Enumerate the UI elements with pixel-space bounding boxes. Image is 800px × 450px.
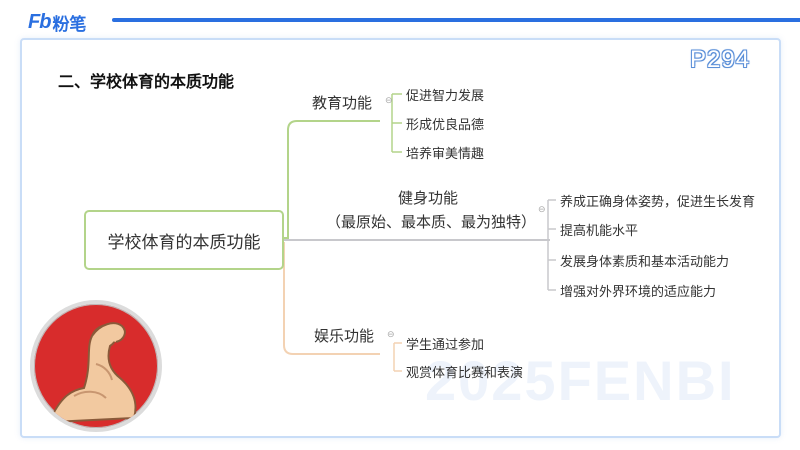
fenbi-logo: Fb 粉笔 <box>28 10 86 35</box>
leaf-fitness-3: 发展身体素质和基本活动能力 <box>560 255 730 270</box>
leaf-education-1: 促进智力发展 <box>406 89 485 104</box>
leaf-fitness-1: 养成正确身体姿势，促进生长发育 <box>560 195 756 210</box>
leaf-entertainment-1: 学生通过参加 <box>406 338 485 353</box>
branch-fitness: 健身功能 （最原始、最本质、最为独特） <box>326 186 537 234</box>
section-title: 二、学校体育的本质功能 <box>58 72 235 91</box>
mindmap-center-node: 学校体育的本质功能 <box>84 210 284 270</box>
header-rule <box>112 18 800 22</box>
leaf-fitness-2: 提高机能水平 <box>560 224 639 239</box>
leaf-education-2: 形成优良品德 <box>406 118 485 133</box>
watermark: 2025FENBI <box>425 349 736 412</box>
branch-entertainment: 娱乐功能 <box>314 327 375 345</box>
leaf-fitness-4: 增强对外界环境的适应能力 <box>560 285 717 300</box>
branch-fitness-label: 健身功能 <box>397 189 458 207</box>
leaf-education-3: 培养审美情趣 <box>406 147 485 162</box>
muscle-arm-icon <box>30 300 162 432</box>
logo-text: 粉笔 <box>52 15 87 35</box>
collapse-icon: ⊖ <box>385 96 393 106</box>
collapse-icon: ⊖ <box>538 205 546 215</box>
branch-fitness-sublabel: （最原始、最本质、最为独特） <box>326 213 537 231</box>
logo-mark: Fb <box>28 11 51 33</box>
page-reference: P294 <box>690 46 751 73</box>
branch-education: 教育功能 <box>312 94 373 112</box>
leaf-entertainment-2: 观赏体育比赛和表演 <box>406 366 524 381</box>
collapse-icon: ⊖ <box>387 330 395 340</box>
